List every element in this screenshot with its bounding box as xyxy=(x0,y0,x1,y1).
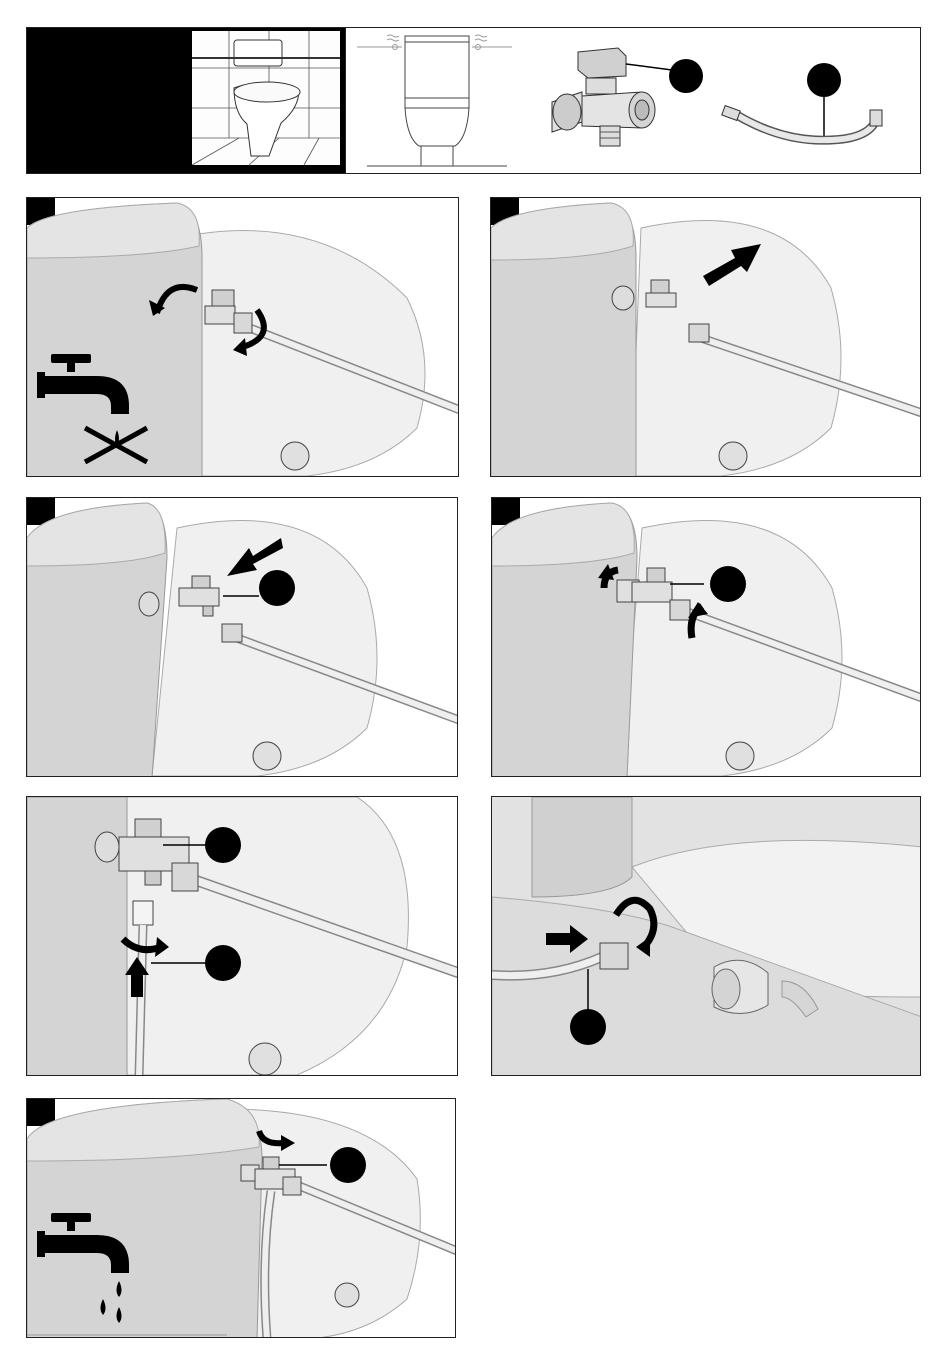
step-6-panel xyxy=(491,796,921,1076)
step-5-panel xyxy=(26,796,458,1076)
callout-marker-a xyxy=(330,1147,366,1183)
callout-marker-b xyxy=(205,945,241,981)
water-faucet-icon xyxy=(37,1209,157,1329)
step-7-panel xyxy=(26,1098,456,1338)
step-4-panel xyxy=(491,497,921,777)
toilet-photo xyxy=(189,28,345,173)
step-2-panel xyxy=(490,197,921,477)
callout-marker-a xyxy=(669,59,703,93)
callout-marker-a xyxy=(710,566,746,602)
step-1-panel xyxy=(26,197,459,477)
callout-marker-b xyxy=(570,1009,606,1045)
header-panel xyxy=(26,27,921,174)
callout-marker-a xyxy=(259,570,295,606)
hose-part-illustration xyxy=(715,58,885,158)
no-water-faucet-icon xyxy=(37,350,157,470)
toilet-elevation-diagram xyxy=(357,28,517,173)
black-label-box xyxy=(27,28,189,173)
step-3-panel xyxy=(26,497,458,777)
tee-valve-part-illustration xyxy=(542,42,712,162)
callout-marker-a xyxy=(205,827,241,863)
callout-marker-b xyxy=(807,63,841,97)
